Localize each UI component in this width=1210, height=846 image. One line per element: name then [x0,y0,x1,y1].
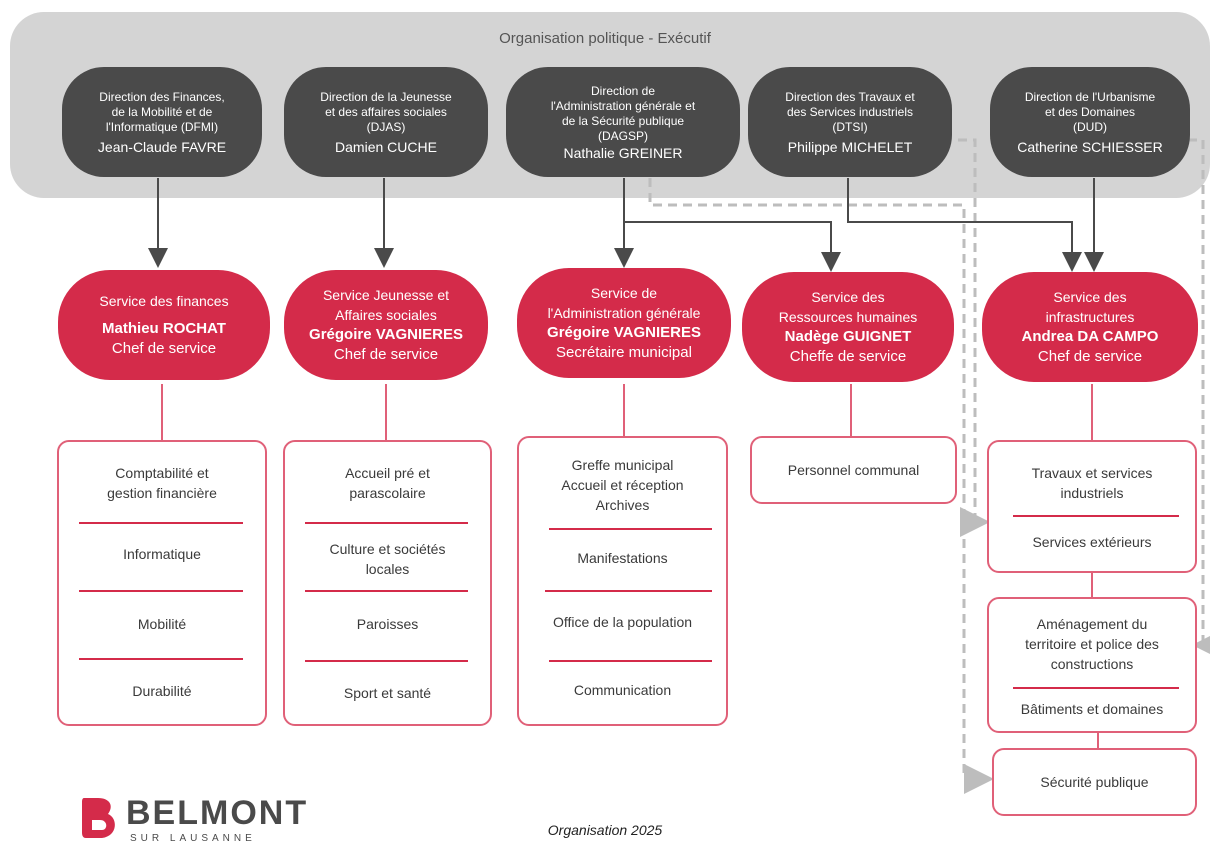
unit-item: Office de la population [552,614,693,630]
service-head-name: Grégoire VAGNIERES [547,324,701,341]
unit-item: Mobilité [137,616,187,632]
unit-item: Services extérieurs [1032,534,1152,550]
units-rh: Personnel communal [750,436,957,504]
footer-caption: Organisation 2025 [547,822,663,838]
band-title: Organisation politique - Exécutif [499,30,711,47]
direction-person: Jean-Claude FAVRE [97,138,227,155]
unit-item: Travaux et services industriels [1031,465,1153,501]
direction-person: Nathalie GREINER [563,144,683,161]
service-finances: Service des finances Mathieu ROCHAT Chef… [58,270,270,380]
units-infra-securite: Sécurité publique [992,748,1197,816]
direction-dfmi: Direction des Finances,de la Mobilité et… [62,67,262,177]
unit-item: Sécurité publique [1040,774,1149,790]
unit-item: Durabilité [132,683,192,699]
unit-item: Personnel communal [787,462,920,478]
units-jeunesse: Accueil pré et parascolaire Culture et s… [283,440,492,726]
unit-item: Bâtiments et domaines [1020,701,1164,717]
dashed-link-dud-amenagement [1188,138,1210,660]
service-head-name: Andrea DA CAMPO [1021,328,1159,345]
unit-item: Aménagement du territoire et police des … [1025,616,1159,672]
arrow-dagsp-rh [624,221,841,272]
unit-item: Paroisses [356,616,419,632]
unit-item: Communication [573,682,672,698]
unit-item: Culture et sociétés locales [329,541,446,577]
service-infrastructures: Service des infrastructures Andrea DA CA… [982,272,1198,382]
units-finances: Comptabilité et gestion financière Infor… [57,440,267,726]
units-infra-travaux: Travaux et services industriels Services… [987,440,1197,573]
unit-item: Sport et santé [343,685,432,701]
dashed-link-dtsi-travaux [958,138,990,537]
service-rh: Service des Ressources humaines Nadège G… [742,272,954,382]
service-jeunesse: Service Jeunesse et Affaires sociales Gr… [284,270,488,380]
units-infra-amenagement: Aménagement du territoire et police des … [987,597,1197,733]
service-head-name: Mathieu ROCHAT [102,320,226,337]
units-administration: Greffe municipal Accueil et réception Ar… [517,436,728,726]
belmont-logo-mark [82,798,115,838]
logo-subtitle: SUR LAUSANNE [130,833,256,844]
unit-item: Accueil pré et parascolaire [345,465,430,501]
arrow-dtsi-infra [847,178,1082,272]
logo-wordmark: BELMONT [126,794,309,832]
dashed-link-dagsp-infra [648,178,994,794]
direction-person: Catherine SCHIESSER [1017,138,1163,155]
unit-item: Manifestations [577,550,668,566]
service-head-name: Grégoire VAGNIERES [309,326,463,343]
unit-item: Greffe municipal Accueil et réception Ar… [561,457,684,513]
unit-item: Informatique [123,546,201,562]
direction-person: Philippe MICHELET [787,138,913,155]
unit-item: Comptabilité et gestion financière [107,465,217,501]
direction-title: Direction des Finances,de la Mobilité et… [99,89,225,134]
service-head-name: Nadège GUIGNET [784,328,912,345]
direction-person: Damien CUCHE [335,138,437,155]
service-administration: Service de l'Administration générale Gré… [517,268,731,378]
